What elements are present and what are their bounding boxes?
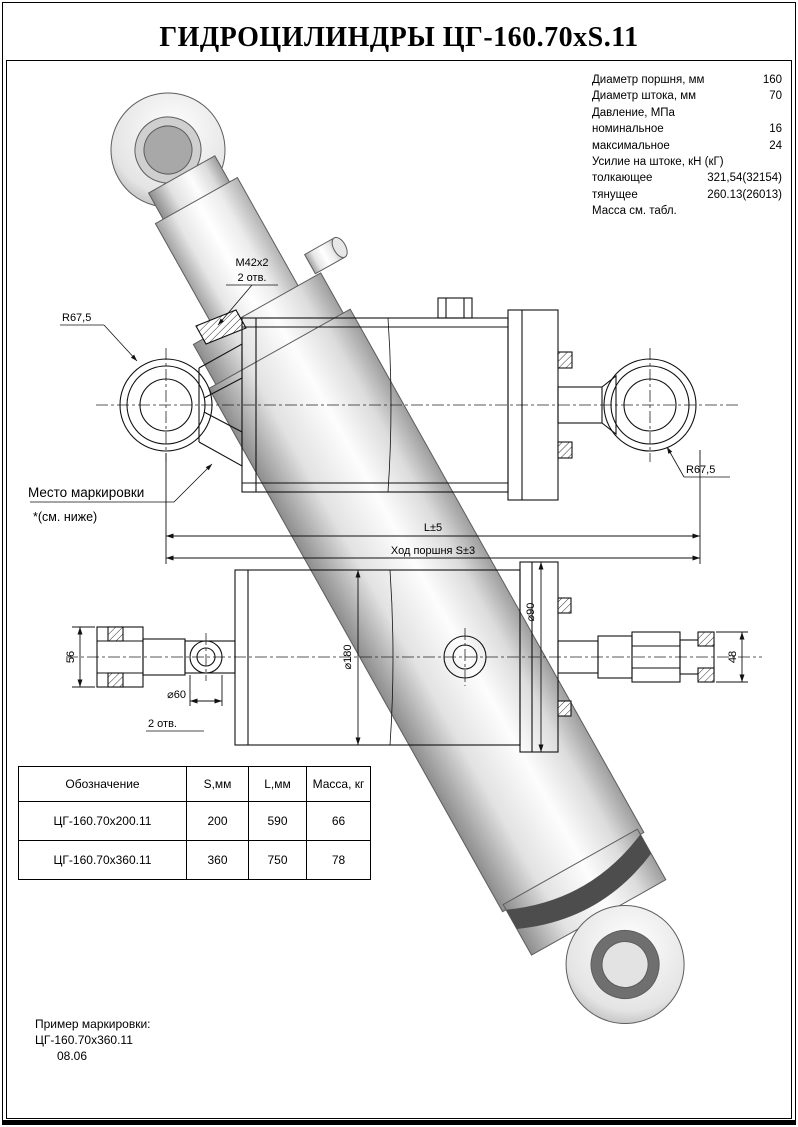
cell-s: 360: [186, 840, 249, 880]
spec-value: 321,54(32154): [707, 172, 782, 185]
col-header-s: S,мм: [186, 766, 249, 802]
radius-left-label: R67,5: [62, 312, 91, 324]
marking-example-date: 08.06: [57, 1049, 88, 1063]
spec-line: Давление, МПа: [592, 105, 782, 121]
spec-label: тянущее: [592, 188, 638, 201]
col-header-mass: Масса, кг: [306, 766, 371, 802]
spec-value: 24: [769, 139, 782, 152]
spec-line: максимальное 24: [592, 138, 782, 154]
spec-line: тянущее 260.13(26013): [592, 187, 782, 203]
right-clevis: [601, 374, 617, 436]
thread-label: M42x2: [235, 257, 268, 269]
spec-label: номинальное: [592, 123, 664, 136]
col-header-designation: Обозначение: [18, 766, 187, 802]
side-view: [96, 297, 740, 501]
spec-label: толкающее: [592, 172, 653, 185]
size-table: Обозначение S,мм L,мм Масса, кг ЦГ-160.7…: [18, 766, 371, 880]
spec-line: номинальное 16: [592, 121, 782, 137]
spec-label: Масса см. табл.: [592, 205, 677, 218]
top-port-boss: [437, 297, 473, 319]
cell-mass: 66: [306, 801, 371, 841]
length-dimensions: L±5 Ход поршня S±3: [165, 450, 701, 564]
dim-56-label: 56: [65, 651, 77, 663]
rod-outline: [557, 386, 603, 424]
spec-value: 16: [769, 123, 782, 136]
marking-place-label: Место маркировки: [28, 485, 144, 500]
spec-label: Давление, МПа: [592, 106, 675, 119]
table-row: ЦГ-160.70х200.11 200 590 66: [18, 801, 371, 841]
cell-l: 590: [248, 801, 307, 841]
marking-example-title: Пример маркировки:: [35, 1017, 151, 1031]
cylinder-3d-render: [110, 92, 685, 1025]
dim-d60-label: ⌀60: [167, 689, 186, 701]
spec-value: 70: [769, 90, 782, 103]
d60-holes-label: 2 отв.: [148, 718, 177, 730]
bottom-dimensions: 56 48 ⌀180 ⌀90 ⌀60 2 отв.: [65, 562, 748, 752]
dim-d90-label: ⌀90: [525, 603, 537, 622]
marking-note-label: *(см. ниже): [33, 510, 97, 524]
marking-example-block: Пример маркировки: ЦГ-160.70х360.11 08.0…: [35, 1016, 151, 1064]
col-header-l: L,мм: [248, 766, 307, 802]
dim-d180-label: ⌀180: [342, 645, 354, 670]
dim-48-label: 48: [727, 651, 739, 663]
cell-l: 750: [248, 840, 307, 880]
length-dim-label: L±5: [424, 522, 442, 534]
cell-s: 200: [186, 801, 249, 841]
spec-line: Усилие на штоке, кН (кГ): [592, 154, 782, 170]
stroke-dim-label: Ход поршня S±3: [391, 545, 475, 557]
right-eye: [603, 358, 697, 452]
cell-designation: ЦГ-160.70х360.11: [18, 840, 187, 880]
page-title: ГИДРОЦИЛИНДРЫ ЦГ-160.70хS.11: [159, 22, 639, 53]
radius-right-label: R67,5: [686, 464, 715, 476]
spec-label: максимальное: [592, 139, 670, 152]
thread-holes-label: 2 отв.: [238, 272, 267, 284]
spec-line: толкающее 321,54(32154): [592, 170, 782, 186]
spec-label: Диаметр поршня, мм: [592, 74, 705, 86]
spec-block: Диаметр поршня, мм 160 Диаметр штока, мм 7…: [592, 72, 782, 220]
bottom-view: [66, 561, 762, 753]
cell-mass: 78: [306, 840, 371, 880]
table-header-row: Обозначение S,мм L,мм Масса, кг: [18, 766, 371, 802]
spec-label: Диаметр штока, мм: [592, 90, 697, 103]
callouts: M42x2 2 отв. R67,5 R67,5 Место маркировк…: [28, 257, 730, 524]
table-row: ЦГ-160.70х360.11 360 750 78: [18, 840, 371, 880]
spec-value: 260.13(26013): [707, 188, 782, 201]
marking-example-value: ЦГ-160.70х360.11: [35, 1033, 133, 1047]
spec-line: Диаметр штока, мм 70: [592, 88, 782, 104]
spec-line: Диаметр поршня, мм 160: [592, 72, 782, 88]
thread-boss: [195, 309, 247, 345]
spec-label: Усилие на штоке, кН (кГ): [592, 156, 724, 169]
spec-line: Масса см. табл.: [592, 203, 782, 219]
spec-value: 160: [762, 74, 782, 86]
left-eye: [119, 358, 213, 452]
cell-designation: ЦГ-160.70х200.11: [18, 801, 187, 841]
